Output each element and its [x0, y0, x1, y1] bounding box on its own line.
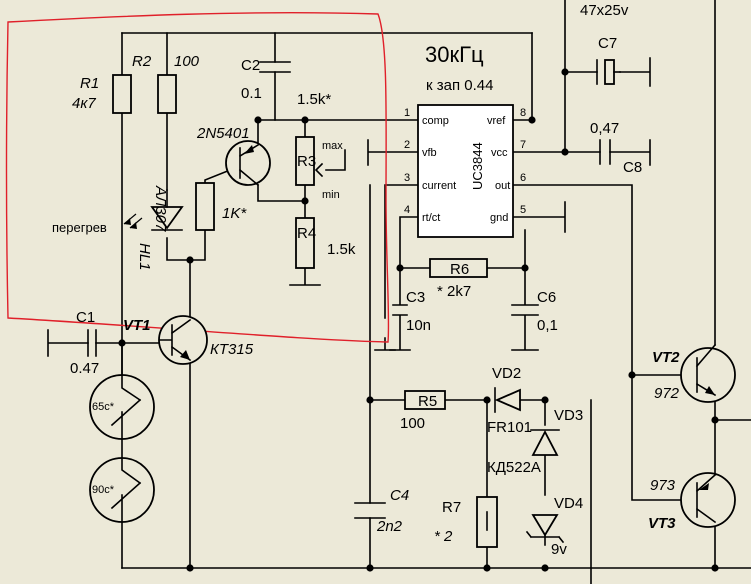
ic-pin6-label: out — [495, 180, 510, 192]
r1-value: 4к7 — [72, 95, 96, 112]
ic-uc3844: comp vfb current rt/ct vref vcc out gnd … — [404, 104, 526, 238]
c1-value: 0.47 — [70, 360, 99, 377]
diode-vd3: VD3 КД522А — [487, 407, 583, 476]
r5-ref: R5 — [418, 393, 437, 410]
ic-pin4-num: 4 — [404, 204, 410, 216]
vt1-type: КТ315 — [210, 341, 254, 358]
ic-pin5-label: gnd — [490, 212, 508, 224]
ic-pin6-num: 6 — [520, 172, 526, 184]
thermal-switch-90: 90c* — [89, 457, 155, 523]
r3-min-label: min — [322, 189, 340, 201]
thermal-switch-65: 65c* — [89, 374, 155, 440]
resistor-r7: R7 * 2 — [434, 496, 498, 548]
vd2-type: FR101 — [487, 419, 532, 436]
ic-pin1-label: comp — [422, 115, 449, 127]
vt3-ref: VT3 — [648, 515, 676, 532]
hl1-note: перегрев — [52, 220, 107, 235]
hl1-ref: HL1 — [136, 243, 153, 271]
resistor-r4: R4 1.5k — [295, 217, 356, 269]
ic-pin8-num: 8 — [520, 107, 526, 119]
ic-pin2-num: 2 — [404, 139, 410, 151]
r6-ref: R6 — [450, 261, 469, 278]
frequency-title: 30кГц — [425, 42, 484, 67]
resistor-r6: R6 * 2k7 — [429, 258, 488, 300]
diode-vd2: VD2 FR101 — [487, 365, 532, 436]
r6-value: * 2k7 — [437, 283, 471, 300]
transistor-vt2: VT2 972 — [652, 343, 736, 403]
ic-pin1-num: 1 — [404, 107, 410, 119]
capacitor-c8: 0,47 C8 — [590, 120, 642, 176]
c6-ref: C6 — [537, 289, 556, 306]
c2-value: 0.1 — [241, 85, 262, 102]
capacitor-c3: C3 10n — [406, 289, 431, 334]
c3-value: 10n — [406, 317, 431, 334]
transistor-vt3: 973 VT3 — [648, 472, 736, 532]
vt2-ref: VT2 — [652, 349, 680, 366]
ic-pin5-num: 5 — [520, 204, 526, 216]
c1-ref: C1 — [76, 309, 95, 326]
vd4-ref: VD4 — [554, 495, 583, 512]
duty-subtitle: к зап 0.44 — [426, 77, 493, 94]
c8-value: 0,47 — [590, 120, 619, 137]
c3-ref: C3 — [406, 289, 425, 306]
vd3-type: КД522А — [487, 459, 541, 476]
resistor-1k: 1K* — [195, 182, 247, 231]
ic-pin3-label: current — [422, 180, 456, 192]
capacitor-c2: C2 0.1 — [241, 57, 291, 102]
r4-value: 1.5k — [327, 241, 356, 258]
capacitor-c6: C6 0,1 — [537, 289, 558, 334]
th1-label: 65c* — [92, 401, 115, 413]
junctions — [118, 68, 719, 572]
pnp-type: 2N5401 — [196, 125, 250, 142]
th2-label: 90c* — [92, 484, 115, 496]
r3-max-label: max — [322, 140, 343, 152]
led-hl1: АЛ307 HL1 перегрев — [52, 185, 184, 271]
diode-vd4: VD4 9v — [525, 495, 583, 558]
r1-ref: R1 — [80, 75, 99, 92]
r3-value: 1.5k* — [297, 91, 331, 108]
c4-ref: C4 — [390, 487, 409, 504]
resistor-r2: R2 100 — [132, 53, 200, 114]
highlight-outline — [5, 12, 390, 343]
ic-pin7-num: 7 — [520, 139, 526, 151]
capacitor-c7: C7 — [596, 35, 621, 85]
ic-pin8-label: vref — [487, 115, 506, 127]
ic-name: UC3844 — [470, 142, 485, 190]
r4-ref: R4 — [297, 225, 316, 242]
c8-ref: C8 — [623, 159, 642, 176]
ic-pin2-label: vfb — [422, 147, 437, 159]
trimmer-r3: R3 1.5k* max min — [295, 91, 343, 201]
r7-value: * 2 — [434, 528, 453, 545]
ic-pin7-label: vcc — [491, 147, 508, 159]
vt2-type: 972 — [654, 385, 680, 402]
wires — [47, 0, 751, 584]
capacitor-c1: C1 0.47 — [70, 309, 99, 377]
vd2-ref: VD2 — [492, 365, 521, 382]
ic-pin4-label: rt/ct — [422, 212, 440, 224]
resistor-r5: R5 100 — [400, 390, 446, 432]
vd3-ref: VD3 — [554, 407, 583, 424]
r2-ref: R2 — [132, 53, 152, 70]
r5-value: 100 — [400, 415, 425, 432]
transistor-2n5401: 2N5401 — [196, 125, 271, 187]
c2-ref: C2 — [241, 57, 260, 74]
top-cut-label: 47x25v — [580, 2, 629, 19]
r2-value: 100 — [174, 53, 200, 70]
c4-value: 2n2 — [376, 518, 403, 535]
resistor-r1: R1 4к7 — [72, 74, 132, 114]
c7-ref: C7 — [598, 35, 617, 52]
vt1-ref: VT1 — [123, 317, 151, 334]
r1k-value: 1K* — [222, 205, 247, 222]
vt3-type: 973 — [650, 477, 676, 494]
transistor-vt1: VT1 КТ315 — [123, 315, 254, 365]
ic-pin3-num: 3 — [404, 172, 410, 184]
r7-ref: R7 — [442, 499, 461, 516]
c6-value: 0,1 — [537, 317, 558, 334]
vd4-value: 9v — [551, 541, 567, 558]
r3-ref: R3 — [297, 153, 316, 170]
capacitor-c4: C4 2n2 — [354, 487, 409, 535]
hl1-type: АЛ307 — [152, 185, 169, 232]
